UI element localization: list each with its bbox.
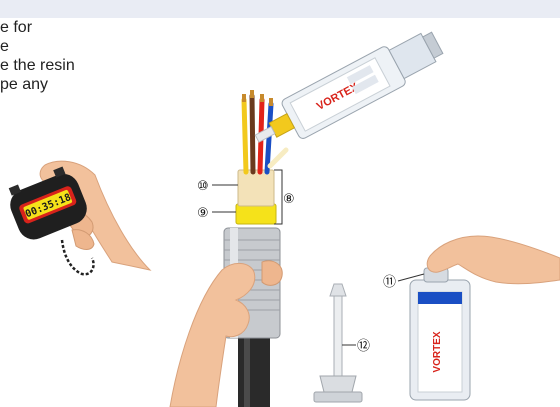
- wire-brown: [252, 96, 253, 172]
- stopwatch-hand-illustration: 00:35:18: [3, 161, 150, 274]
- callout-8: ⑧: [283, 192, 295, 207]
- yellow-sleeve: [236, 204, 276, 224]
- callout-9: ⑨: [197, 206, 209, 221]
- callout-10: ⑩: [197, 179, 209, 194]
- resin-syringe: VORTEX: [247, 23, 448, 158]
- cream-sleeve: [238, 170, 274, 206]
- resin-cartridge: VORTEX: [410, 268, 470, 400]
- callout-12: ⑫: [357, 339, 370, 354]
- resin-stream: [270, 150, 286, 166]
- callout-11: ⑪: [383, 275, 396, 290]
- cable-jacket: [238, 330, 270, 407]
- mixing-nozzle: [314, 284, 362, 402]
- wire-yellow: [244, 100, 246, 172]
- cartridge-brand: VORTEX: [432, 331, 443, 372]
